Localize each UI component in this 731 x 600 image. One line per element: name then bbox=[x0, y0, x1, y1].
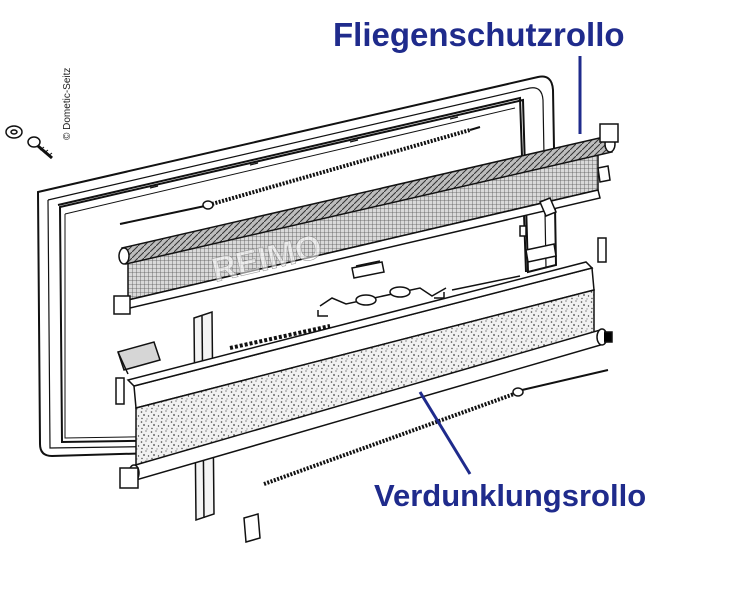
blackout-label: Verdunklungsrollo bbox=[374, 478, 646, 513]
handle-bar bbox=[229, 260, 521, 350]
fly-screen-assembly bbox=[113, 123, 619, 315]
screw-set bbox=[5, 125, 53, 160]
tension-rod-top bbox=[119, 126, 481, 225]
copyright-notice: © Dometic-Seitz bbox=[62, 68, 73, 140]
fly-screen-label: Fliegenschutzrollo bbox=[333, 16, 625, 53]
callout-leaders bbox=[418, 56, 582, 475]
tension-rod-bottom bbox=[263, 369, 609, 486]
blackout-blind-assembly bbox=[119, 261, 613, 489]
left-clips bbox=[115, 341, 161, 405]
side-brackets bbox=[519, 197, 607, 263]
